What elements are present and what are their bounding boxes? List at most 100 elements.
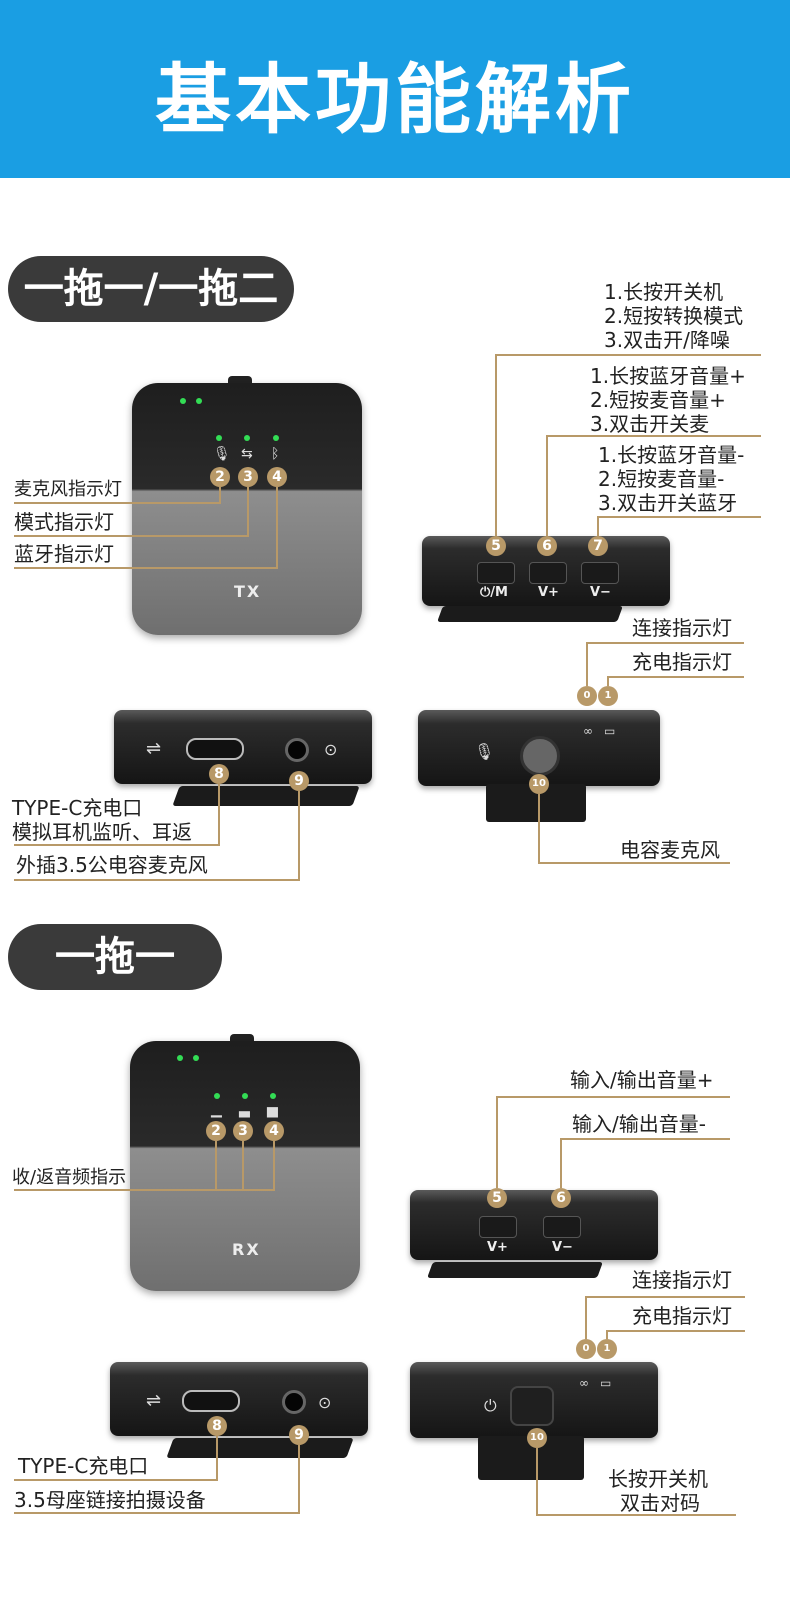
status-led: [180, 398, 186, 404]
audio-jack: [285, 738, 309, 762]
bluetooth-icon: ᛒ: [271, 446, 280, 462]
btn5-desc-1: 1.长按开关机: [604, 280, 724, 304]
battery-icon: ▭: [604, 724, 616, 738]
usb-c-port: [186, 738, 244, 760]
callout-8: 8: [209, 764, 229, 784]
callout-9: 9: [289, 771, 309, 791]
btn6-desc-1: 1.长按蓝牙音量+: [590, 364, 746, 388]
usb-c-port: [182, 1390, 240, 1412]
battery-icon: ▭: [600, 1376, 612, 1390]
rx-typec-label: TYPE-C充电口: [18, 1454, 149, 1478]
volume-up-button[interactable]: [529, 562, 567, 584]
section-pill-1: 一拖一/一拖二: [8, 256, 294, 322]
usb-icon: ⇌: [146, 1390, 162, 1411]
status-led: [196, 398, 202, 404]
status-led: [242, 1093, 248, 1099]
rx-label: RX: [232, 1240, 261, 1259]
btn6-desc-3: 3.双击开关麦: [590, 412, 710, 436]
btn5-desc-3: 3.双击开/降噪: [604, 328, 730, 352]
callout-3: 3: [238, 467, 258, 487]
rx-jack-label: 3.5母座链接拍摄设备: [14, 1488, 206, 1512]
level-icon: ▅: [267, 1102, 278, 1118]
callout-4: 4: [267, 467, 287, 487]
callout-5: 5: [487, 1188, 507, 1208]
usb-icon: ⇌: [146, 738, 162, 759]
link-icon: ∞: [583, 724, 593, 738]
mic-icon: 🎙: [474, 742, 495, 761]
volume-up-button[interactable]: [479, 1216, 517, 1238]
volume-down-button[interactable]: [581, 562, 619, 584]
rx-top-button: [230, 1034, 254, 1042]
headphone-icon: ⊙: [324, 740, 338, 759]
callout-3: 3: [233, 1121, 253, 1141]
mode-icon: ⇆: [241, 446, 253, 462]
volume-down-button[interactable]: [543, 1216, 581, 1238]
audio-jack: [282, 1390, 306, 1414]
rx-btn5-desc: 输入/输出音量+: [570, 1068, 714, 1092]
status-led: [214, 1093, 220, 1099]
charge-led-label: 充电指示灯: [632, 650, 732, 674]
level-icon: ▃: [239, 1102, 250, 1118]
bt-led-label: 蓝牙指示灯: [14, 542, 114, 566]
ext-mic-label: 外插3.5公电容麦克风: [16, 853, 208, 877]
link-icon: ∞: [579, 1376, 589, 1390]
header-banner: 基本功能解析: [0, 0, 790, 178]
mode-led-label: 模式指示灯: [14, 510, 114, 534]
callout-1: 1: [598, 686, 618, 706]
tx-top-button: [228, 376, 252, 384]
monitor-label: 模拟耳机监听、耳返: [12, 820, 192, 844]
rx-device-top: [410, 1190, 658, 1260]
mic-icon: 🎙: [213, 446, 231, 462]
callout-10: 10: [527, 1428, 547, 1448]
btn7-desc-1: 1.长按蓝牙音量-: [598, 443, 745, 467]
callout-0: 0: [577, 686, 597, 706]
callout-6: 6: [537, 536, 557, 556]
status-led: [273, 435, 279, 441]
power-desc-2: 双击对码: [620, 1491, 700, 1515]
rx-btn6-desc: 输入/输出音量-: [572, 1112, 706, 1136]
power-desc-1: 长按开关机: [608, 1467, 708, 1491]
power-pair-button[interactable]: [510, 1386, 554, 1426]
status-led: [193, 1055, 199, 1061]
page-title: 基本功能解析: [155, 55, 635, 144]
callout-1: 1: [597, 1339, 617, 1359]
rx-device-front: [130, 1041, 360, 1291]
callout-4: 4: [264, 1121, 284, 1141]
callout-5: 5: [486, 536, 506, 556]
vplus-label: V+: [487, 1240, 508, 1255]
clip: [172, 786, 360, 806]
power-icon: ⏻: [484, 1396, 497, 1415]
status-led: [270, 1093, 276, 1099]
condenser-mic-label: 电容麦克风: [620, 838, 720, 862]
clip: [427, 1262, 603, 1278]
callout-7: 7: [588, 536, 608, 556]
callout-9: 9: [289, 1425, 309, 1445]
rx-audio-indicator-label: 收/返音频指示: [12, 1167, 127, 1188]
vminus-label: V−: [552, 1240, 573, 1255]
status-led: [216, 435, 222, 441]
tx-label: TX: [234, 582, 262, 601]
status-led: [177, 1055, 183, 1061]
callout-10: 10: [529, 774, 549, 794]
rx-connect-led-label: 连接指示灯: [632, 1268, 732, 1292]
mic-led-label: 麦克风指示灯: [14, 479, 122, 500]
clip: [437, 606, 623, 622]
vplus-label: V+: [538, 585, 559, 600]
clip: [166, 1438, 354, 1458]
btn6-desc-2: 2.短按麦音量+: [590, 388, 726, 412]
rx-charge-led-label: 充电指示灯: [632, 1304, 732, 1328]
typec-label: TYPE-C充电口: [12, 796, 143, 820]
power-mode-button[interactable]: [477, 562, 515, 584]
status-led: [244, 435, 250, 441]
power-mode-label: ⏻/M: [480, 585, 508, 600]
headphone-icon: ⊙: [318, 1393, 332, 1412]
btn5-desc-2: 2.短按转换模式: [604, 304, 744, 328]
callout-2: 2: [210, 467, 230, 487]
vminus-label: V−: [590, 585, 611, 600]
callout-2: 2: [206, 1121, 226, 1141]
callout-8: 8: [207, 1416, 227, 1436]
mic-grille: [520, 736, 560, 776]
callout-0: 0: [576, 1339, 596, 1359]
connect-led-label: 连接指示灯: [632, 616, 732, 640]
btn7-desc-3: 3.双击开关蓝牙: [598, 491, 738, 515]
